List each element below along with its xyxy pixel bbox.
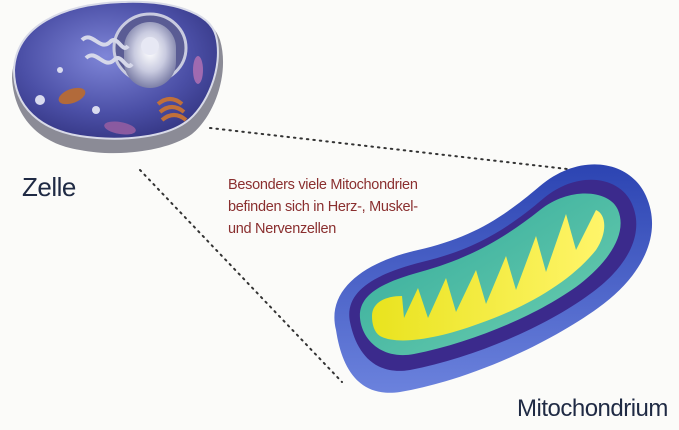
cell-nucleolus: [141, 37, 159, 55]
cell-vesicle-2: [57, 67, 63, 73]
cell-vesicle: [35, 95, 45, 105]
caption-line-3: und Nervenzellen: [228, 218, 418, 240]
caption-line-1: Besonders viele Mitochondrien: [228, 174, 418, 196]
cell-illustration: [12, 2, 223, 153]
connector-line-top: [210, 128, 628, 176]
cell-body: [14, 2, 218, 139]
caption-line-2: befinden sich in Herz-, Muskel-: [228, 196, 418, 218]
cell-label: Zelle: [22, 172, 76, 203]
cell-organelle-2: [193, 56, 203, 84]
caption-text: Besonders viele Mitochondrien befinden s…: [228, 174, 418, 240]
cell-vesicle-3: [92, 106, 100, 114]
mitochondrion-label: Mitochondrium: [517, 395, 668, 423]
